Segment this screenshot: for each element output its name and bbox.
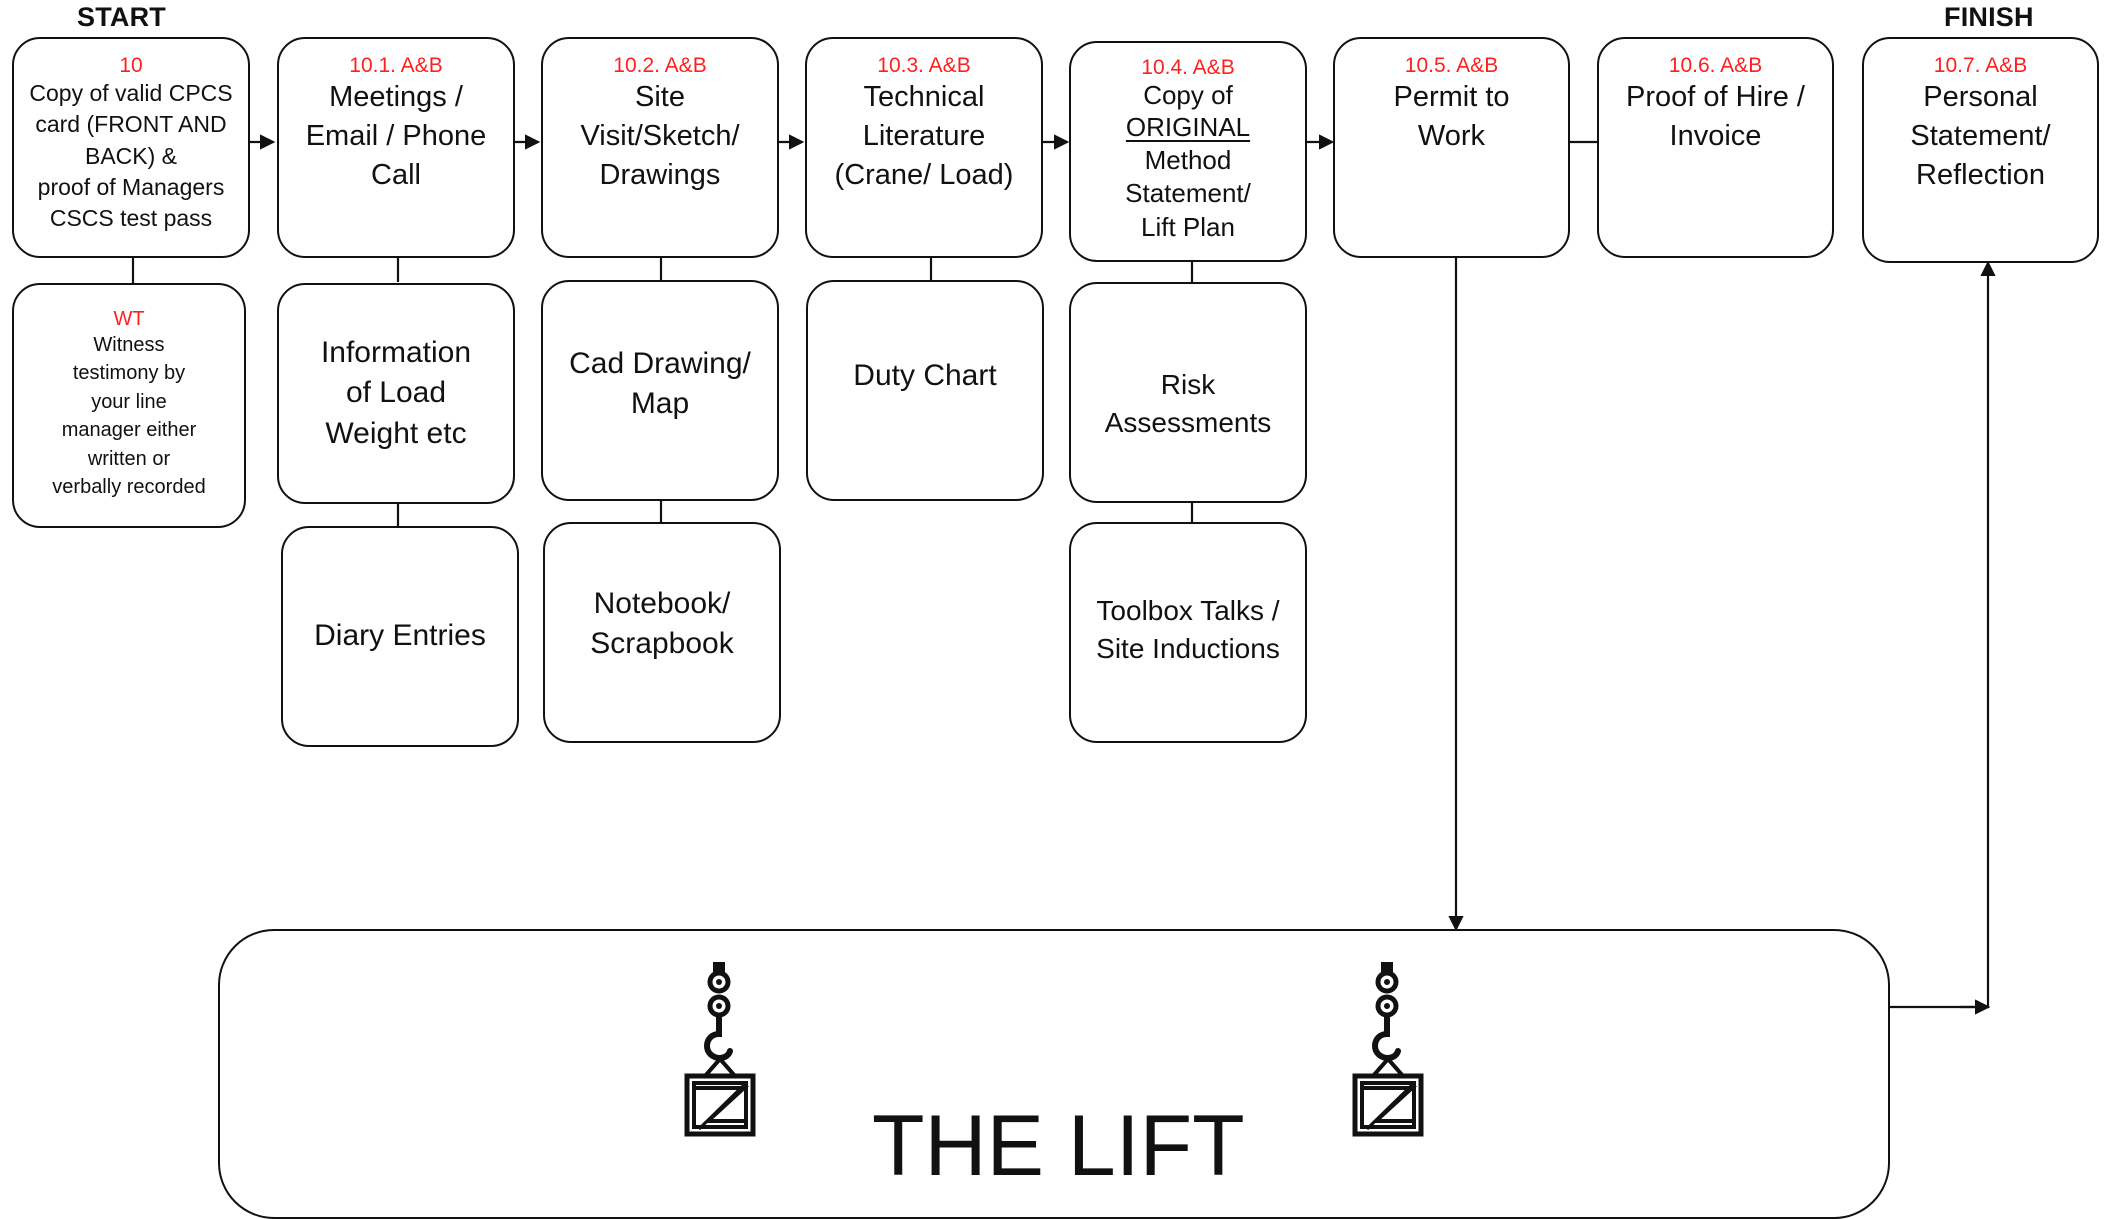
information-load-box: Information of Load Weight etc (277, 283, 515, 504)
support-description: Toolbox Talks / Site Inductions (1096, 595, 1280, 664)
support-description: Duty Chart (853, 359, 997, 392)
support-description: Diary Entries (314, 619, 486, 653)
step-10-box: 10 Copy of valid CPCS card (FRONT AND BA… (12, 37, 250, 258)
connector-line (1890, 260, 1996, 1009)
crane-hook-icon (1352, 962, 1424, 1140)
the-lift-box (218, 929, 1890, 1219)
step-code: 10.3. A&B (877, 54, 971, 77)
step-description: Copy of valid CPCS card (FRONT AND BACK)… (29, 80, 233, 232)
support-description: Cad Drawing/ Map (569, 347, 751, 421)
notebook-box: Notebook/ Scrapbook (543, 522, 781, 743)
step-10-1-box: 10.1. A&B Meetings / Email / Phone Call (277, 37, 515, 258)
step-description: Site Visit/Sketch/ Drawings (580, 81, 740, 191)
step-10-6-box: 10.6. A&B Proof of Hire / Invoice (1597, 37, 1834, 258)
the-lift-title: THE LIFT (872, 1098, 1245, 1194)
step-description-line-3: Method Statement/ Lift Plan (1125, 144, 1251, 243)
support-description: Witness testimony by your line manager e… (52, 334, 206, 498)
step-code: 10.6. A&B (1668, 54, 1763, 77)
step-10-4-box: 10.4. A&B Copy of ORIGINAL Method Statem… (1069, 41, 1307, 262)
support-description: Information of Load Weight etc (320, 336, 472, 450)
duty-chart-box: Duty Chart (806, 280, 1044, 501)
step-10-5-box: 10.5. A&B Permit to Work (1333, 37, 1570, 258)
step-code: WT (113, 308, 145, 330)
step-code: 10.7. A&B (1933, 54, 2028, 77)
step-code: 10.5. A&B (1404, 54, 1499, 77)
step-code: 10.2. A&B (613, 54, 707, 77)
step-description: Meetings / Email / Phone Call (305, 81, 487, 191)
diary-entries-box: Diary Entries (281, 526, 519, 747)
step-description: Proof of Hire / Invoice (1626, 81, 1805, 153)
cad-drawing-box: Cad Drawing/ Map (541, 280, 779, 501)
support-description: Notebook/ Scrapbook (590, 587, 734, 661)
step-description-line-2: ORIGINAL (1125, 111, 1251, 142)
step-code: 10.4. A&B (1141, 56, 1235, 79)
step-10-3-box: 10.3. A&B Technical Literature (Crane/ L… (805, 37, 1043, 258)
finish-label: FINISH (1944, 2, 2034, 32)
start-label: START (77, 2, 166, 32)
risk-assessments-box: Risk Assessments (1069, 282, 1307, 503)
step-description: Permit to Work (1393, 81, 1510, 153)
step-code: 10 (119, 54, 143, 77)
witness-testimony-box: WT Witness testimony by your line manage… (12, 283, 246, 528)
step-description: Personal Statement/ Reflection (1910, 81, 2051, 191)
step-description-line-1: Copy of (1143, 80, 1233, 111)
toolbox-talks-box: Toolbox Talks / Site Inductions (1069, 522, 1307, 743)
step-description: Technical Literature (Crane/ Load) (834, 81, 1014, 191)
step-10-7-box: 10.7. A&B Personal Statement/ Reflection (1862, 37, 2099, 263)
support-description: Risk Assessments (1104, 369, 1272, 438)
step-code: 10.1. A&B (349, 54, 443, 77)
crane-hook-icon (684, 962, 756, 1140)
step-10-2-box: 10.2. A&B Site Visit/Sketch/ Drawings (541, 37, 779, 258)
